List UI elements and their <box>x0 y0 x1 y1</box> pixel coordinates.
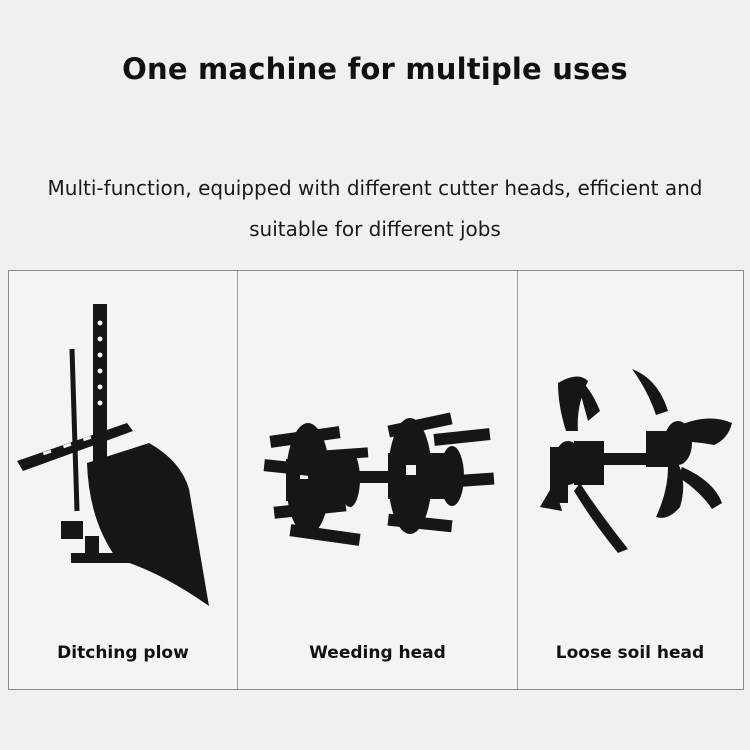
ditching-plow-icon <box>17 304 209 606</box>
weeding-head-icon <box>263 412 495 546</box>
page-subtitle: Multi-function, equipped with different … <box>47 176 703 241</box>
page-title: One machine for multiple uses <box>122 52 628 86</box>
panel-loose-soil-head: Loose soil head <box>517 271 742 689</box>
panel-weeding-head: Weeding head <box>237 271 517 689</box>
attachments-panel-group: Ditching plow <box>8 270 744 690</box>
loose-soil-head-icon <box>540 369 732 553</box>
panel-label: Weeding head <box>309 643 446 663</box>
panel-ditching-plow: Ditching plow <box>9 271 237 689</box>
panel-label: Loose soil head <box>555 643 705 663</box>
panel-label: Ditching plow <box>57 643 189 663</box>
